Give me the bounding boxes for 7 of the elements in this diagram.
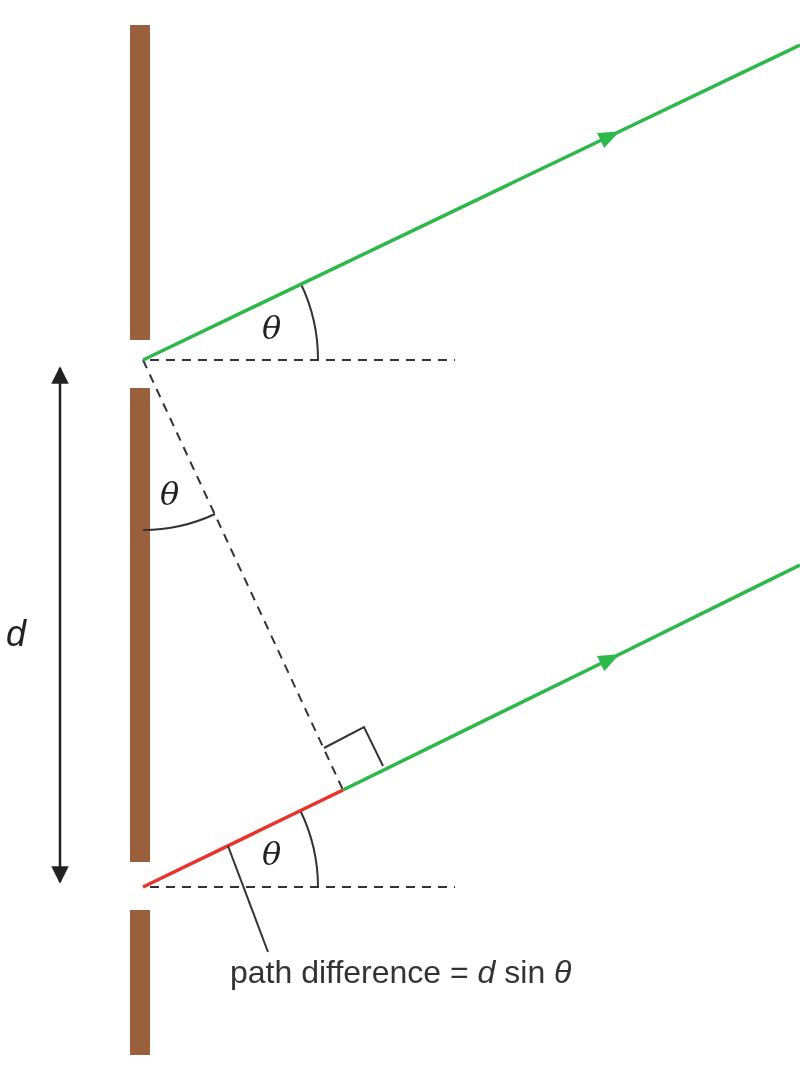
angle-label: θ	[160, 478, 180, 510]
angle-label: θ	[262, 312, 282, 344]
angle-label: θ	[262, 838, 282, 870]
dimension-label: d	[6, 616, 27, 652]
leader-line	[227, 845, 269, 953]
path-difference-label: path difference = d sin θ	[230, 953, 572, 992]
path-difference-segment	[142, 788, 344, 889]
